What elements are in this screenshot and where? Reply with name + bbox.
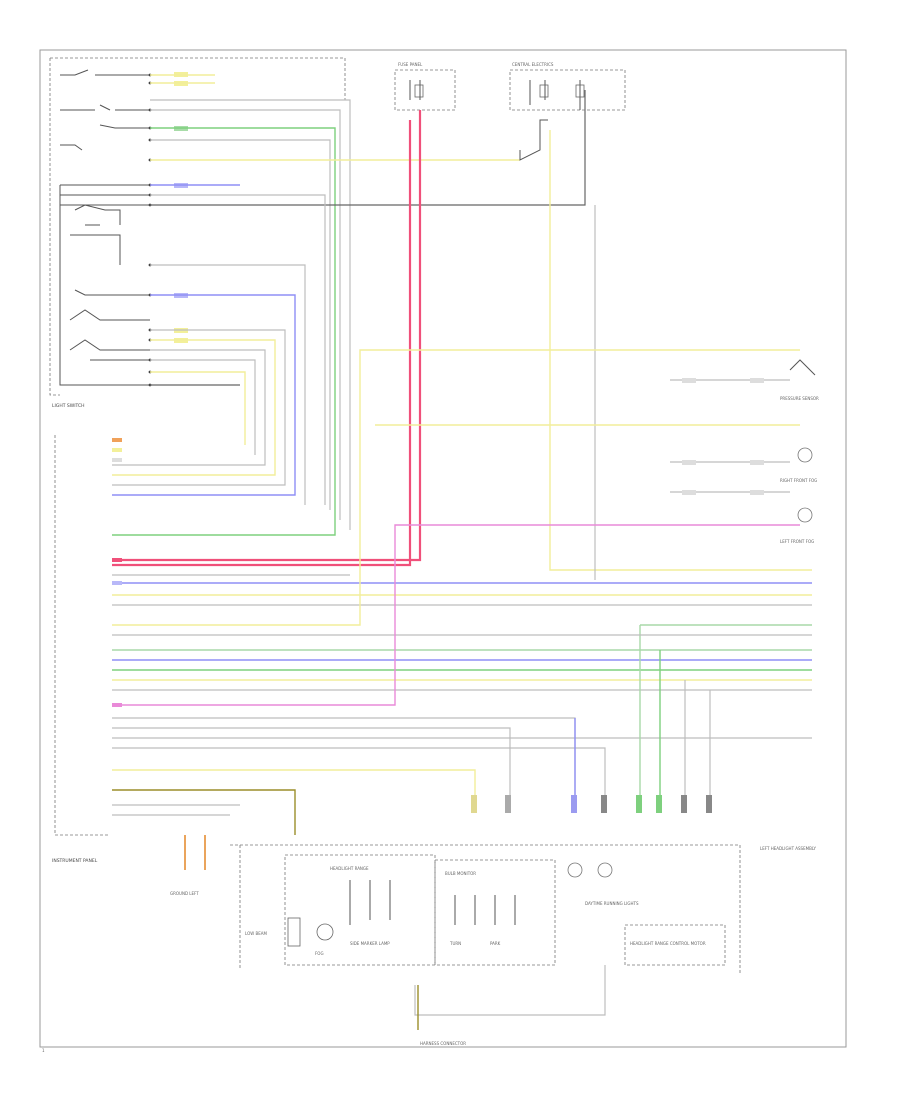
left-headlight-assembly: LEFT HEADLIGHT ASSEMBLY HEADLIGHT RANGE … (230, 844, 817, 975)
right-lamps: PRESSURE SENSOR RIGHT FRONT FOG LEFT FRO… (780, 359, 819, 544)
switch-contacts (59, 69, 150, 386)
svg-text:PARK: PARK (490, 941, 501, 946)
switch-wire-labels (174, 72, 188, 343)
light-switch-enclosure (49, 57, 346, 396)
svg-text:FUSE PANEL: FUSE PANEL (398, 62, 423, 67)
bottom-harness: HARNESS CONNECTOR (414, 965, 606, 1046)
svg-text:CENTRAL ELECTRICS: CENTRAL ELECTRICS (512, 62, 554, 67)
fuse-panel: FUSE PANEL (394, 62, 456, 111)
svg-text:DAYTIME RUNNING LIGHTS: DAYTIME RUNNING LIGHTS (585, 901, 639, 906)
svg-text:TURN: TURN (449, 941, 461, 946)
headlight-connectors (471, 795, 712, 813)
instrument-panel-label: INSTRUMENT PANEL (52, 858, 98, 864)
central-electrics: CENTRAL ELECTRICS (509, 62, 626, 161)
svg-text:LIGHT SWITCH: LIGHT SWITCH (52, 403, 85, 409)
page-code: 1 (42, 1048, 45, 1053)
ground-pigtails: GROUND LEFT (170, 835, 206, 896)
right-lamp-wires (670, 378, 790, 495)
svg-text:FOG: FOG (315, 951, 324, 956)
svg-text:RIGHT FRONT FOG: RIGHT FRONT FOG (780, 478, 817, 483)
svg-text:GROUND LEFT: GROUND LEFT (170, 891, 199, 896)
svg-text:BULB MONITOR: BULB MONITOR (445, 871, 476, 876)
right-drops (574, 624, 812, 800)
svg-text:LOW BEAM: LOW BEAM (245, 931, 267, 936)
svg-text:LEFT HEADLIGHT ASSEMBLY: LEFT HEADLIGHT ASSEMBLY (760, 846, 817, 851)
svg-text:LEFT FRONT FOG: LEFT FRONT FOG (780, 539, 814, 544)
diagram-frame (39, 49, 847, 1048)
feed-wires (112, 110, 812, 580)
light-switch-label: LIGHT SWITCH (52, 403, 85, 409)
svg-text:HEADLIGHT RANGE: HEADLIGHT RANGE (330, 866, 369, 871)
instrument-connectors (112, 438, 122, 707)
svg-text:PRESSURE SENSOR: PRESSURE SENSOR (780, 396, 819, 401)
svg-text:HEADLIGHT RANGE CONTROL MOTOR: HEADLIGHT RANGE CONTROL MOTOR (630, 941, 706, 946)
instrument-panel-border (54, 435, 110, 836)
switch-wires (112, 74, 586, 536)
svg-text:SIDE MARKER LAMP: SIDE MARKER LAMP (350, 941, 390, 946)
svg-text:HARNESS CONNECTOR: HARNESS CONNECTOR (420, 1041, 466, 1046)
bus-wires (112, 349, 812, 835)
